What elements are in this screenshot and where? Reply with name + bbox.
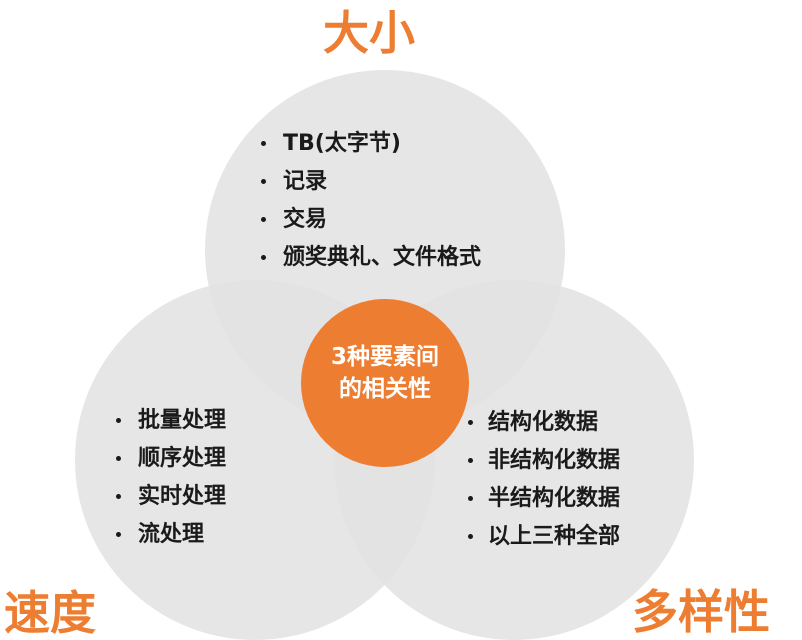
list-item: 以上三种全部 (466, 526, 620, 548)
title-variety: 多样性 (632, 585, 770, 639)
list-item-label: 顺序处理 (138, 446, 227, 471)
bullet-icon (468, 420, 473, 425)
speed-list: 批量处理 顺序处理 实时处理 流处理 (114, 410, 226, 562)
list-item: 顺序处理 (114, 448, 226, 470)
bullet-icon (261, 141, 266, 146)
bullet-icon (468, 534, 473, 539)
list-item: 记录 (259, 171, 481, 193)
bullet-icon (261, 179, 266, 184)
list-item-label: 非结构化数据 (488, 448, 621, 473)
list-item: 半结构化数据 (466, 488, 620, 510)
bullet-icon (468, 496, 473, 501)
list-item: 流处理 (114, 524, 226, 546)
variety-list: 结构化数据 非结构化数据 半结构化数据 以上三种全部 (466, 412, 620, 564)
list-item-label: 结构化数据 (488, 410, 599, 435)
list-item: 实时处理 (114, 486, 226, 508)
list-item-label: TB(太字节) (283, 131, 401, 156)
bullet-icon (261, 255, 266, 260)
list-item-label: 实时处理 (138, 484, 227, 509)
list-item-label: 批量处理 (138, 408, 227, 433)
list-item-label: 记录 (283, 169, 328, 194)
bullet-icon (116, 456, 121, 461)
center-label-line-1: 3种要素间 (330, 344, 439, 370)
list-item-label: 颁奖典礼、文件格式 (283, 245, 482, 270)
center-circle (301, 299, 469, 467)
list-item-label: 半结构化数据 (488, 486, 621, 511)
center-label: 3种要素间 的相关性 (300, 306, 470, 466)
title-speed: 速度 (4, 586, 96, 640)
center-label-line-2: 的相关性 (339, 376, 431, 402)
list-item: 批量处理 (114, 410, 226, 432)
bullet-icon (261, 217, 266, 222)
list-item: 颁奖典礼、文件格式 (259, 247, 481, 269)
bullet-icon (116, 418, 121, 423)
title-size: 大小 (323, 6, 415, 60)
bullet-icon (116, 494, 121, 499)
list-item: 交易 (259, 209, 481, 231)
bullet-icon (116, 532, 121, 537)
list-item: 非结构化数据 (466, 450, 620, 472)
list-item-label: 以上三种全部 (488, 524, 621, 549)
list-item: TB(太字节) (259, 133, 481, 155)
list-item: 结构化数据 (466, 412, 620, 434)
list-item-label: 交易 (283, 207, 328, 232)
bullet-icon (468, 458, 473, 463)
list-item-label: 流处理 (138, 522, 205, 547)
size-list: TB(太字节) 记录 交易 颁奖典礼、文件格式 (259, 133, 481, 285)
